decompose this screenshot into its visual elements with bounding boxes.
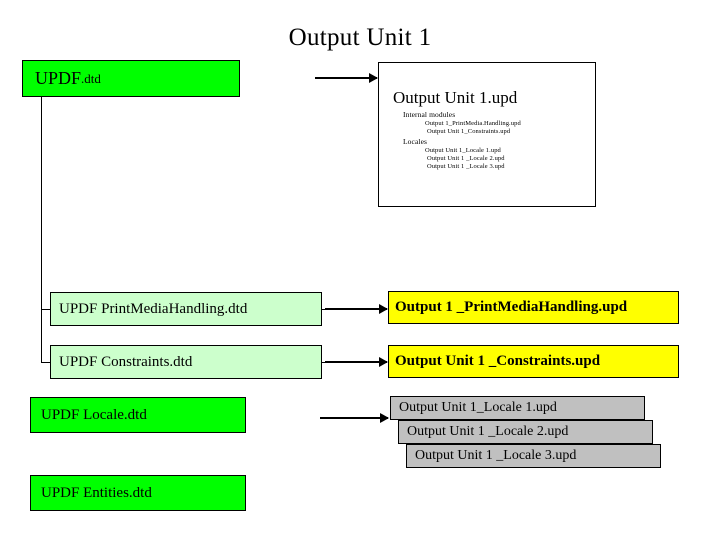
box-updf-dtd-suffix: .dtd xyxy=(81,70,101,86)
box-updf-dtd-name: UPDF xyxy=(35,68,82,88)
arrow-updf-to-output-unit xyxy=(315,73,378,83)
box-output-1-printmediahandling-upd[interactable]: Output 1 _PrintMediaHandling.upd xyxy=(388,291,679,324)
box-output-unit-1-locale-1-upd[interactable]: Output Unit 1_Locale 1.upd xyxy=(390,396,645,420)
upd-group-internal-modules-label: Internal modules xyxy=(403,110,456,119)
box-updf-dtd[interactable]: UPDF.dtd xyxy=(22,60,240,97)
box-updf-constraints-dtd[interactable]: UPDF Constraints.dtd xyxy=(50,345,322,379)
page-title: Output Unit 1 xyxy=(288,24,432,51)
upd-item-locale-3: Output Unit 1 _Locale 3.upd xyxy=(427,163,505,170)
output-unit-upd-title: Output Unit 1.upd xyxy=(393,88,518,107)
box-output-unit-1-upd[interactable]: Output Unit 1.upd Internal modules Outpu… xyxy=(378,62,596,207)
box-output-unit-1-constraints-upd[interactable]: Output Unit 1 _Constraints.upd xyxy=(388,345,679,378)
upd-item-internal-module-1: Output 1_PrintMedia.Handling.upd xyxy=(425,120,521,127)
upd-item-locale-1: Output Unit 1_Locale 1.upd xyxy=(425,147,501,154)
upd-item-internal-module-2: Output Unit 1_Constraints.upd xyxy=(427,128,511,135)
connector-stub-printmedia xyxy=(41,309,51,310)
box-updf-locale-dtd[interactable]: UPDF Locale.dtd xyxy=(30,397,246,433)
arrow-locale-dtd-to-upd xyxy=(320,413,389,423)
box-updf-printmediahandling-dtd[interactable]: UPDF PrintMediaHandling.dtd xyxy=(50,292,322,326)
upd-group-locales-label: Locales xyxy=(403,137,428,146)
connector-trunk-vertical xyxy=(41,97,42,362)
box-updf-entities-dtd[interactable]: UPDF Entities.dtd xyxy=(30,475,246,511)
box-output-unit-1-locale-2-upd[interactable]: Output Unit 1 _Locale 2.upd xyxy=(398,420,653,444)
arrow-constraints-dtd-to-upd xyxy=(325,357,388,367)
upd-item-locale-2: Output Unit 1 _Locale 2.upd xyxy=(427,155,505,162)
connector-stub-constraints xyxy=(41,362,51,363)
box-output-unit-1-locale-3-upd[interactable]: Output Unit 1 _Locale 3.upd xyxy=(406,444,661,468)
arrow-printmedia-dtd-to-upd xyxy=(325,304,388,314)
